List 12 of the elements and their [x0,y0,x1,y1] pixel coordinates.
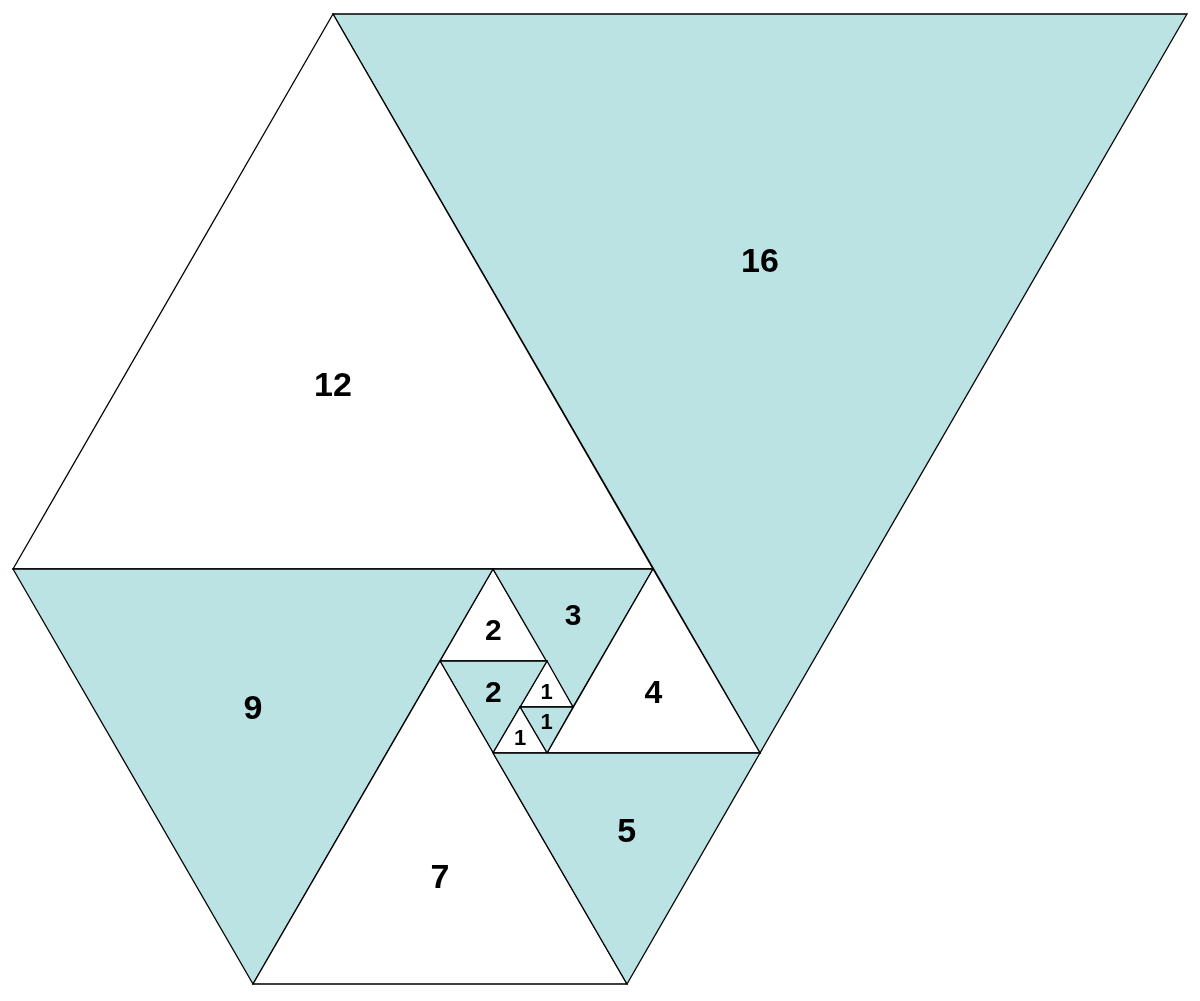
number-label: 3 [564,600,582,630]
number-label: 12 [314,367,352,401]
number-label: 1 [540,680,553,703]
number-label: 2 [485,615,502,646]
number-label: 16 [741,243,779,278]
number-label: 2 [485,676,502,707]
number-label: 5 [617,813,637,847]
number-label: 7 [430,859,450,894]
number-label: 1 [513,726,527,749]
number-label: 1 [540,711,553,734]
number-label: 9 [243,690,263,725]
number-label: 4 [644,675,663,708]
